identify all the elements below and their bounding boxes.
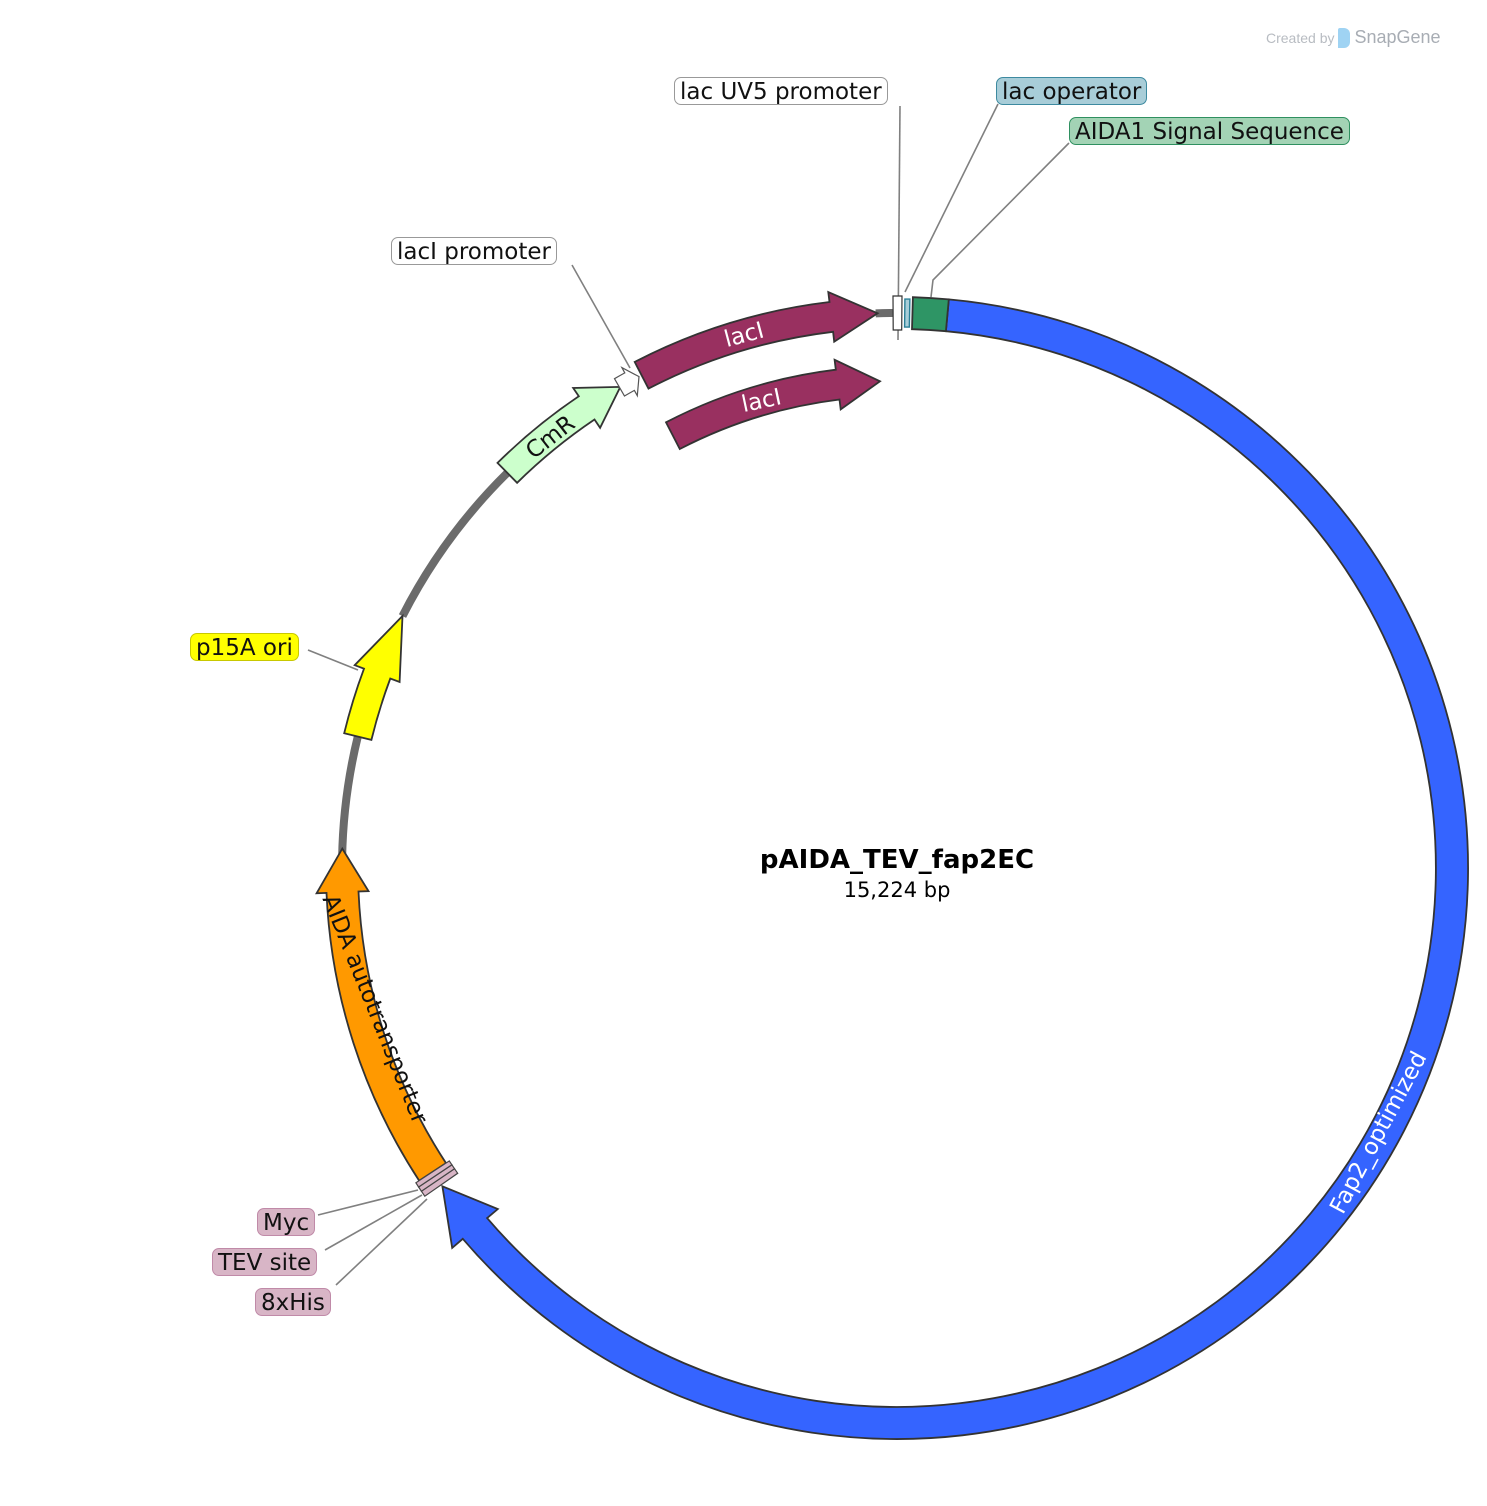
watermark-prefix: Created by bbox=[1266, 29, 1335, 46]
label-aida1-signal-sequence[interactable]: AIDA1 Signal Sequence bbox=[1069, 117, 1350, 145]
plasmid-length: 15,224 bp bbox=[844, 878, 951, 902]
leader-p15a bbox=[307, 649, 359, 671]
feature-laci-outer[interactable] bbox=[633, 290, 880, 390]
snapgene-logo-icon bbox=[1338, 27, 1351, 48]
backbone-segment[interactable] bbox=[875, 309, 894, 318]
feature-lac-operator[interactable] bbox=[903, 298, 911, 328]
leader-laci-promoter bbox=[571, 264, 631, 369]
feature-cmr[interactable] bbox=[496, 385, 622, 485]
plasmid-name: pAIDA_TEV_fap2EC bbox=[760, 845, 1034, 875]
label-tev-site[interactable]: TEV site bbox=[212, 1248, 318, 1276]
label-laci-promoter[interactable]: lacI promoter bbox=[391, 237, 557, 265]
label-8xhis[interactable]: 8xHis bbox=[255, 1288, 331, 1316]
label-p15a-ori[interactable]: p15A ori bbox=[190, 633, 299, 661]
feature-laci-promoter[interactable] bbox=[613, 366, 640, 398]
label-lac-operator[interactable]: lac operator bbox=[996, 77, 1148, 105]
feature-lac-uv5-promoter[interactable] bbox=[892, 295, 903, 331]
label-myc[interactable]: Myc bbox=[257, 1208, 316, 1236]
feature-8xhis[interactable] bbox=[415, 1160, 453, 1188]
feature-aida-autotransporter[interactable] bbox=[315, 846, 448, 1182]
backbone-segment[interactable] bbox=[398, 470, 511, 618]
leader-lac-operator bbox=[904, 103, 999, 293]
leader-myc bbox=[317, 1189, 419, 1216]
watermark-brand: SnapGene bbox=[1354, 27, 1441, 47]
leader-aida1-signal bbox=[930, 142, 1070, 298]
backbone-segment[interactable] bbox=[338, 735, 362, 859]
leader-his bbox=[335, 1198, 428, 1286]
label-lac-uv5-promoter[interactable]: lac UV5 promoter bbox=[674, 77, 888, 105]
feature-text-fap2: Fap2_optimized bbox=[1325, 1047, 1432, 1218]
snapgene-watermark: Created by SnapGene bbox=[1266, 27, 1441, 48]
leader-tev bbox=[324, 1194, 423, 1251]
feature-aida1-signal-sequence[interactable] bbox=[911, 296, 950, 333]
feature-p15a-ori[interactable] bbox=[343, 613, 404, 741]
feature-laci-inner[interactable] bbox=[664, 358, 882, 451]
feature-fap2-optimized[interactable] bbox=[441, 298, 1469, 1440]
